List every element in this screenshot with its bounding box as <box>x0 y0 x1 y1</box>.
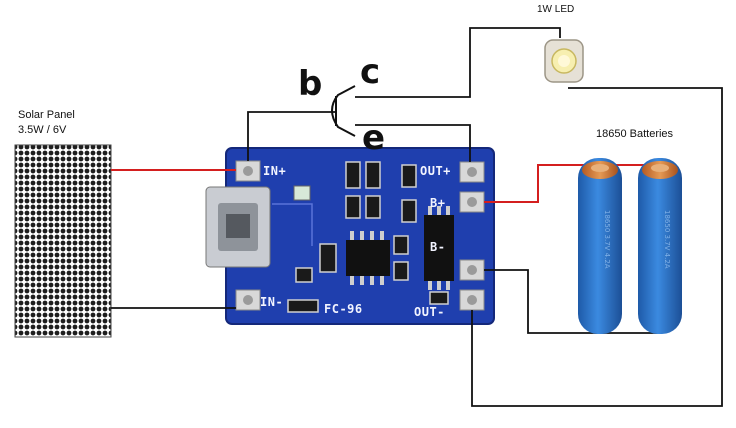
charger-chip <box>346 240 390 276</box>
status-led <box>293 185 311 201</box>
pad-out-minus-hole <box>467 295 477 305</box>
pad-b-minus-hole <box>467 265 477 275</box>
pin-label-out-plus: OUT+ <box>420 164 451 178</box>
battery-pack <box>578 158 682 334</box>
battery-cell-1 <box>578 158 622 334</box>
solar-panel-rating: 3.5W / 6V <box>18 124 67 136</box>
led-label: 1W LED <box>537 4 575 15</box>
battery-terminal-1 <box>591 164 609 172</box>
led-component <box>544 39 584 83</box>
solar-panel <box>14 144 112 338</box>
led-core <box>558 55 570 67</box>
pad-out-plus-hole <box>467 167 477 177</box>
pin-label-b-minus: B- <box>430 240 446 254</box>
protection-chip <box>424 215 454 281</box>
pad-b-plus-hole <box>467 197 477 207</box>
battery-cell-2 <box>638 158 682 334</box>
transistor-symbol <box>331 85 356 137</box>
solar-panel-title: Solar Panel <box>18 109 75 121</box>
pad-in-plus-hole <box>243 166 253 176</box>
transistor-collector-label: c <box>360 52 381 92</box>
battery-2-text: 18650 3.7V 4.2A <box>663 210 671 269</box>
transistor-emitter-label: e <box>362 118 386 158</box>
pin-label-in-plus: IN+ <box>263 164 287 178</box>
chip-legs <box>350 206 450 290</box>
smd-components <box>287 161 449 313</box>
battery-terminal-2 <box>651 164 669 172</box>
usb-tongue <box>226 214 250 238</box>
battery-1-text: 18650 3.7V 4.2A <box>603 210 611 269</box>
pad-in-minus-hole <box>243 295 253 305</box>
charger-module <box>205 147 495 325</box>
pin-label-out-minus: OUT- <box>414 305 445 319</box>
transistor-body <box>331 85 356 137</box>
batteries-label: 18650 Batteries <box>596 128 674 140</box>
pin-label-in-minus: IN- <box>260 295 284 309</box>
transistor-base-label: b <box>298 64 323 104</box>
pin-label-b-plus: B+ <box>430 196 446 210</box>
pcb-trace <box>272 203 313 246</box>
module-model-label: FC-96 <box>324 302 363 316</box>
